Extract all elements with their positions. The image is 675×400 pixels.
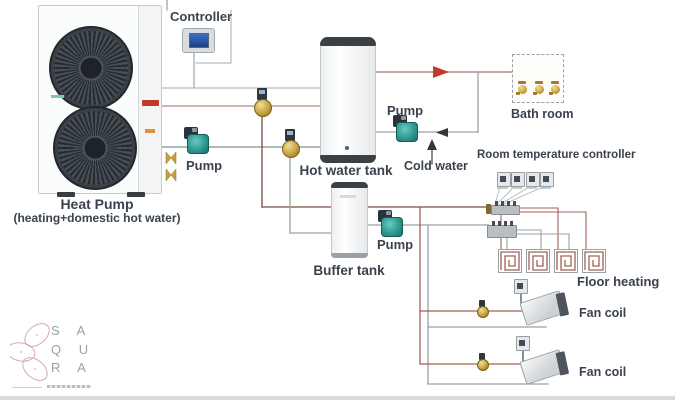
faucet-spout (549, 92, 553, 95)
brand-badge (142, 100, 159, 106)
heat-pump-unit (38, 5, 162, 194)
fan-coil-upper-label: Fan coil (579, 306, 627, 320)
sakura-flower-icon (10, 323, 50, 381)
valve-actuator-icon (479, 300, 485, 307)
fan-icon (53, 106, 137, 190)
controller-label: Controller (170, 9, 233, 24)
logo-line-1: S A (51, 323, 93, 338)
valve-body-icon (477, 306, 489, 318)
cold-water-label: Cold water (404, 159, 468, 173)
thermostat-caption (540, 187, 551, 189)
heat-pump-side-panel (138, 6, 161, 193)
three-way-valve-icon (253, 88, 272, 117)
hot-water-tank (320, 37, 376, 163)
logo-tagline-text (47, 385, 91, 388)
faucet-body (518, 85, 527, 94)
controller-screen-icon (189, 33, 209, 48)
image-bottom-strip (0, 396, 675, 400)
floor-heating-manifold-supply (491, 201, 520, 215)
buffer-tank (331, 182, 368, 258)
fan-coil-lower-label: Fan coil (579, 365, 627, 379)
floor-loop-icon (582, 249, 606, 273)
recirc-flow-arrow (436, 128, 448, 137)
pump-body-icon (381, 217, 403, 237)
thermostat-caption (497, 187, 508, 189)
thermostat-screen (514, 176, 520, 182)
faucet-handle (551, 81, 559, 84)
hot-water-tank-label: Hot water tank (299, 163, 393, 178)
wire-controller-branch (195, 9, 232, 64)
tank-base (331, 253, 368, 258)
heat-pump-foot (127, 192, 145, 197)
wall-controller (182, 28, 215, 53)
floor-loop-icon (498, 249, 522, 273)
bath-room-label: Bath room (511, 107, 574, 121)
thermostat-screen (500, 176, 506, 182)
valve-actuator-icon (285, 129, 295, 141)
tank-drain-dot (345, 146, 349, 150)
faucet-handle (518, 81, 526, 84)
fan-coil-thermostat-icon (514, 279, 528, 294)
cold-water-flow-arrow (427, 139, 437, 150)
zone-valve-icon (476, 300, 489, 318)
heat-pump-foot (57, 192, 75, 197)
pump-buffer-loop (378, 210, 403, 237)
three-way-valve-icon (281, 129, 300, 158)
pump-hot-water-recirculation (393, 115, 418, 142)
floor-heating-label: Floor heating (577, 274, 660, 289)
tank-label-sticker (340, 195, 356, 198)
manifold-end-fitting (486, 204, 491, 214)
logo-line-2: Q U (51, 341, 96, 357)
floor-heating-manifold-return (487, 221, 517, 238)
thermostat-screen (543, 176, 549, 182)
thermostat-caption (511, 187, 522, 189)
room-thermostat-icon (526, 172, 540, 187)
tank-base (320, 155, 376, 163)
thermostat-caption (526, 187, 537, 189)
hot-water-flow-arrow (433, 66, 449, 78)
pump-label-heat-pump-loop: Pump (186, 158, 223, 173)
room-thermostat-icon (497, 172, 511, 187)
faucet-handle (535, 81, 543, 84)
valve-body-icon (282, 140, 300, 158)
faucet-body (551, 85, 560, 94)
model-badge (51, 95, 64, 98)
valve-actuator-icon (257, 88, 267, 100)
faucet-icon (533, 81, 545, 96)
floor-loop-icon (554, 249, 578, 273)
safety-valve-icon (165, 151, 177, 182)
tank-top-cap (320, 37, 376, 46)
buffer-tank-label: Buffer tank (313, 263, 385, 278)
faucet-icon (516, 81, 528, 96)
heat-pump-title: Heat Pump (60, 196, 134, 212)
faucet-spout (516, 92, 520, 95)
valve-body-icon (477, 359, 489, 371)
thermostat-screen (529, 176, 535, 182)
logo-wordmark: S A Q U R A (51, 322, 95, 378)
floor-loop-icon (526, 249, 550, 273)
fan-coil-thermostat-icon (516, 336, 530, 351)
faucet-spout (533, 92, 537, 95)
thermostat-screen (517, 283, 523, 289)
thermostat-screen (519, 340, 525, 346)
pump-body-icon (187, 134, 209, 154)
heat-pump-subtitle: (heating+domestic hot water) (13, 211, 181, 225)
room-temperature-controller-label: Room temperature controller (477, 149, 636, 161)
faucet-icon (549, 81, 561, 96)
tank-top-cap (331, 182, 368, 188)
logo-line-3: R A (51, 360, 93, 375)
pump-heat-pump-loop (184, 127, 209, 154)
pump-body-icon (396, 122, 418, 142)
logo-tagline-rule (12, 387, 42, 388)
bath-room-box (512, 54, 564, 103)
spec-badge (145, 129, 155, 133)
room-thermostat-icon (540, 172, 554, 187)
room-thermostat-icon (511, 172, 525, 187)
pump-label-recirculation: Pump (387, 103, 424, 118)
valve-actuator-icon (479, 353, 485, 360)
valve-body-icon (254, 99, 272, 117)
faucet-body (535, 85, 544, 94)
pump-label-buffer-loop: Pump (377, 237, 414, 252)
zone-valve-icon (476, 353, 489, 371)
